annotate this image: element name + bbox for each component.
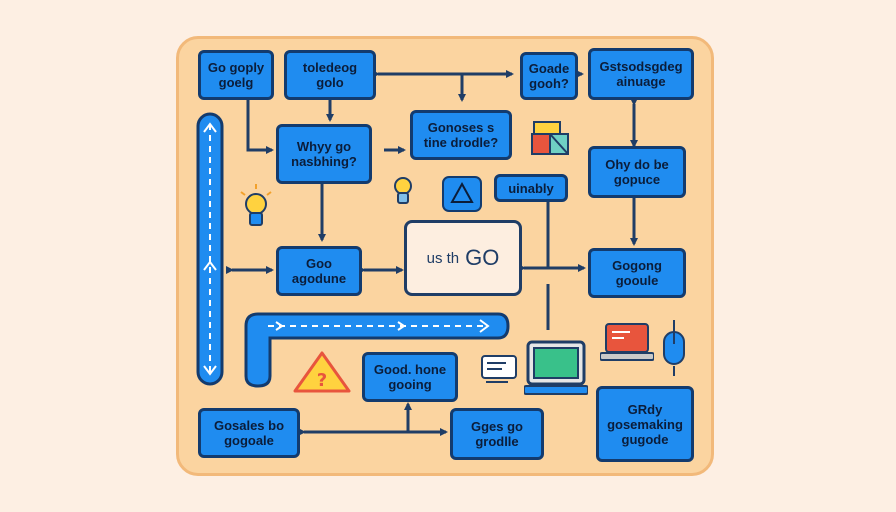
lightbulb-icon	[240, 184, 272, 226]
node-toledeog[interactable]: toledeog golo	[284, 50, 376, 100]
cube-icon	[531, 121, 569, 155]
document-icon	[481, 355, 517, 383]
node-good-hone[interactable]: Good. hone gooing	[362, 352, 458, 402]
node-goade[interactable]: Goade gooh?	[520, 52, 578, 100]
node-go-goply[interactable]: Go goply goelg	[198, 50, 274, 100]
node-gstsodsgdeg[interactable]: Gstsodsgdeg ainuage	[588, 48, 694, 100]
node-uinably[interactable]: uinably	[494, 174, 568, 202]
triangle-icon	[442, 176, 482, 212]
laptop-icon	[600, 323, 654, 361]
svg-text:?: ?	[317, 370, 327, 391]
mouse-icon	[663, 320, 685, 376]
node-grdy[interactable]: GRdy gosemaking gugode	[596, 386, 694, 462]
center-prefix: us th	[426, 249, 460, 267]
center-main: GO	[465, 245, 500, 270]
warning-icon: ?	[293, 351, 351, 393]
node-gonoses[interactable]: Gonoses s tine drodle?	[410, 110, 512, 160]
center-node[interactable]: us th GO	[404, 220, 522, 296]
node-gges[interactable]: Gges go grodlle	[450, 408, 544, 460]
node-goo-agodune[interactable]: Goo agodune	[276, 246, 362, 296]
node-gogong[interactable]: Gogong gooule	[588, 248, 686, 298]
connector	[246, 100, 274, 154]
node-ohy-do[interactable]: Ohy do be gopuce	[588, 146, 686, 198]
horizontal-pipe	[244, 312, 510, 388]
node-gosales[interactable]: Gosales bo gogoale	[198, 408, 300, 458]
monitor-icon	[524, 340, 588, 395]
lightbulb-icon	[394, 177, 412, 204]
node-whyy-go[interactable]: Whyy go nasbhing?	[276, 124, 372, 184]
